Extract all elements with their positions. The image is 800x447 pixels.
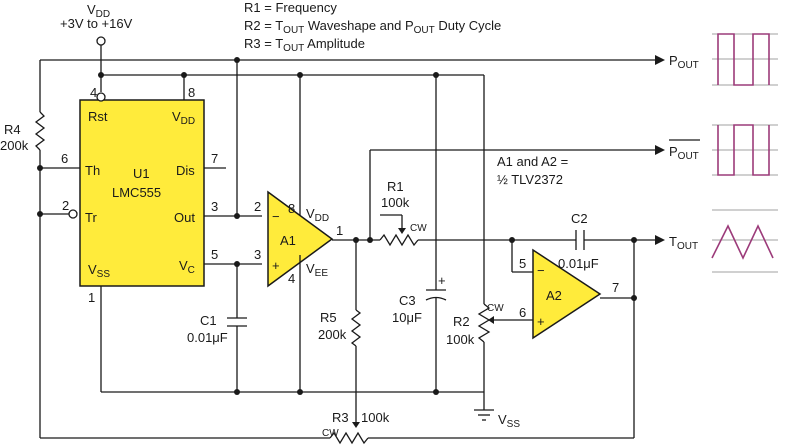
r5-resistor — [350, 309, 362, 347]
pout-bar-arrow — [655, 145, 665, 155]
r5-value: 200k — [318, 327, 347, 342]
r3-potentiometer — [329, 431, 369, 445]
pin-number: 7 — [612, 280, 619, 295]
pout-bar-label: POUT — [669, 144, 699, 162]
opamp-note-line2: ½ TLV2372 — [497, 172, 563, 187]
pin-number: 1 — [336, 223, 343, 238]
r4-resistor — [34, 111, 46, 151]
u1-pin-vdd: VDD — [172, 109, 195, 127]
pin-number: 8 — [188, 85, 195, 100]
pin-number: 5 — [519, 256, 526, 271]
u1-pin-vc: VC — [179, 258, 195, 276]
r3-ref: R3 — [332, 410, 349, 425]
u1-pin-out: Out — [174, 210, 195, 225]
pout-label: POUT — [669, 53, 699, 71]
c1-ref: C1 — [200, 313, 217, 328]
a1-ref: A1 — [280, 233, 296, 248]
a2-opamp — [532, 248, 602, 340]
r2-value: 100k — [446, 332, 475, 347]
a2-ref: A2 — [546, 288, 562, 303]
r5-ref: R5 — [320, 310, 337, 325]
r1-ref: R1 — [387, 179, 404, 194]
u1-part: LMC555 — [112, 185, 161, 200]
u1-lmc555-chip — [79, 99, 205, 287]
r3-value: 100k — [361, 410, 390, 425]
pin-number: 6 — [61, 151, 68, 166]
c3-polarity: + — [438, 273, 446, 288]
opamp-note-line1: A1 and A2 = — [497, 154, 568, 169]
u1-pin-dis: Dis — [176, 163, 195, 178]
pout-waveform — [712, 33, 778, 86]
vdd-supply-label: VDD — [87, 2, 110, 20]
pin-number: 4 — [90, 85, 97, 100]
a2-minus: − — [537, 263, 545, 278]
tout-waveform — [711, 209, 778, 273]
a1-vee: VEE — [306, 261, 328, 279]
c3-ref: C3 — [399, 293, 416, 308]
u1-ref: U1 — [133, 166, 150, 181]
r1-cw: CW — [410, 223, 427, 234]
r4-value: 200k — [0, 138, 29, 153]
c1-value: 0.01μF — [187, 330, 228, 345]
pin-number: 4 — [288, 271, 295, 286]
r2-cw: CW — [487, 303, 504, 314]
a1-minus: − — [272, 209, 280, 224]
pin-number: 2 — [254, 199, 261, 214]
r1-value: 100k — [381, 195, 410, 210]
c2-ref: C2 — [571, 211, 588, 226]
pin-number: 5 — [211, 247, 218, 262]
pin-number: 7 — [211, 151, 218, 166]
pin-number: 8 — [288, 201, 295, 216]
a1-plus: + — [272, 258, 280, 273]
u1-pin-th: Th — [85, 163, 100, 178]
vdd-terminal — [96, 36, 106, 46]
a2-plus: + — [537, 314, 545, 329]
pin-number: 1 — [88, 290, 95, 305]
pout-arrow — [655, 55, 665, 65]
r2-potentiometer — [477, 303, 491, 343]
r4-ref: R4 — [4, 122, 21, 137]
note-r1: R1 = Frequency — [244, 0, 337, 15]
note-r3: R3 = TOUT Amplitude — [244, 36, 365, 54]
tr-inverted-pin — [68, 209, 78, 219]
pin-number: 6 — [519, 305, 526, 320]
u1-pin-tr: Tr — [85, 210, 97, 225]
r3-cw: CW — [322, 428, 339, 439]
u1-pin-vss: VSS — [88, 262, 110, 280]
a1-vdd: VDD — [306, 206, 329, 224]
tout-arrow — [655, 235, 665, 245]
rst-inverted-pin — [96, 92, 106, 102]
note-r2: R2 = TOUT Waveshape and POUT Duty Cycle — [244, 18, 501, 36]
ground-label: VSS — [498, 412, 520, 430]
pout-bar-waveform — [712, 124, 778, 176]
pin-number: 2 — [62, 198, 69, 213]
c3-value: 10μF — [392, 310, 422, 325]
r2-ref: R2 — [453, 314, 470, 329]
vdd-supply-range: +3V to +16V — [60, 16, 133, 31]
tout-label: TOUT — [669, 234, 698, 252]
c2-value: 0.01μF — [558, 256, 599, 271]
u1-pin-rst: Rst — [88, 109, 108, 124]
pin-number: 3 — [211, 199, 218, 214]
r1-potentiometer — [379, 233, 419, 247]
pin-number: 3 — [254, 247, 261, 262]
